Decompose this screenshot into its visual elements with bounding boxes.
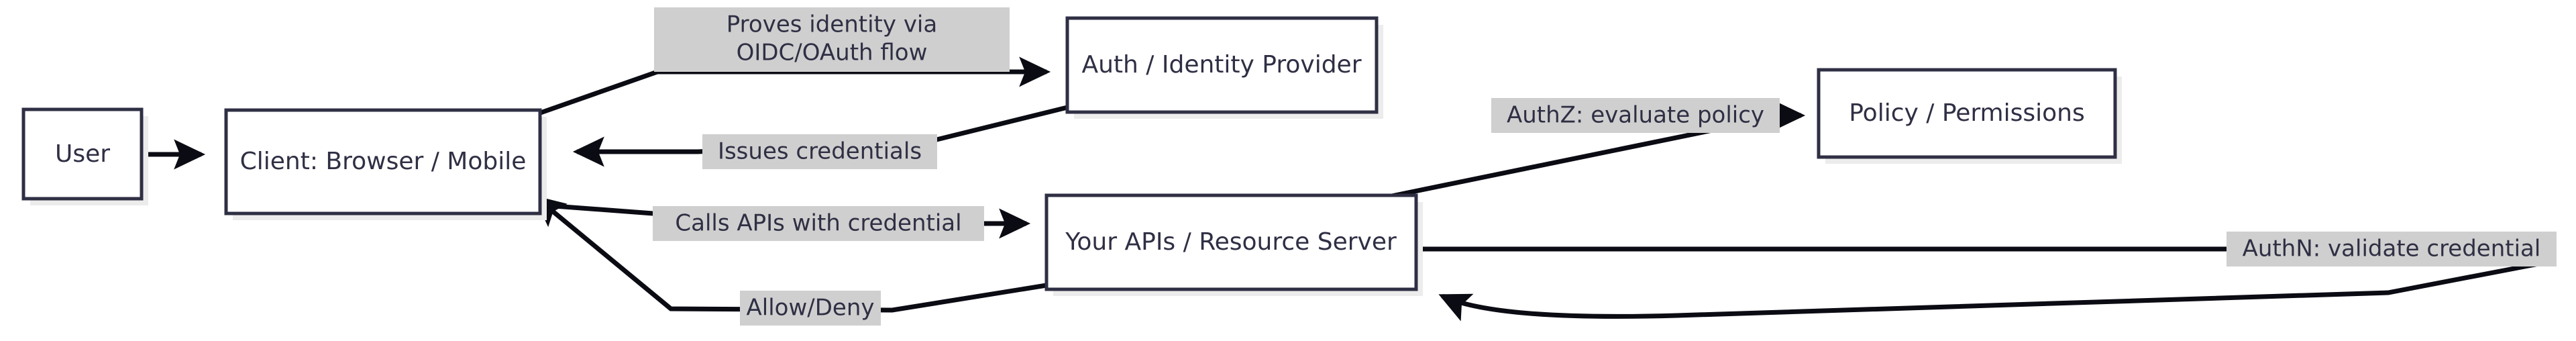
- node-policy-permissions[interactable]: Policy / Permissions: [1817, 68, 2117, 159]
- node-your-apis-resource-server[interactable]: Your APIs / Resource Server: [1044, 193, 1418, 291]
- edge-label-client-to-idp: Proves identity via OIDC/OAuth flow: [654, 7, 1010, 72]
- edge-label-line-1: Proves identity via: [727, 11, 937, 38]
- edge-client-to-idp: [535, 56, 1051, 117]
- node-user-box[interactable]: [21, 107, 144, 201]
- edge-label-api-to-client: Allow/Deny: [740, 291, 881, 326]
- edge-label-background: [653, 206, 984, 241]
- edge-label-background: [654, 7, 1010, 72]
- edge-label-client-to-api: Calls APIs with credential: [653, 206, 984, 241]
- node-policy-box[interactable]: [1817, 68, 2117, 159]
- node-user[interactable]: User: [21, 107, 144, 201]
- node-policy-label: Policy / Permissions: [1849, 99, 2085, 127]
- edge-label-background: [1491, 98, 1780, 133]
- edge-label-text: AuthN: validate credential: [2243, 236, 2541, 262]
- node-client-label: Client: Browser / Mobile: [240, 148, 527, 175]
- node-user-label: User: [55, 140, 110, 168]
- edge-line: [1381, 100, 1806, 201]
- edge-line: [535, 56, 1051, 117]
- edge-label-idp-to-client: Issues credentials: [702, 134, 937, 169]
- edge-label-background: [2226, 232, 2557, 266]
- node-idp-box[interactable]: [1065, 16, 1379, 114]
- edge-label-text: Calls APIs with credential: [675, 210, 961, 237]
- edge-label-line-2: OIDC/OAuth flow: [737, 40, 928, 66]
- edge-label-background: [702, 134, 937, 169]
- edge-label-text: Allow/Deny: [747, 295, 875, 322]
- node-api-label: Your APIs / Resource Server: [1065, 228, 1397, 256]
- edge-api-to-policy: [1381, 100, 1806, 201]
- node-client-box[interactable]: [224, 108, 542, 215]
- node-auth-identity-provider[interactable]: Auth / Identity Provider: [1065, 16, 1379, 114]
- edge-label-text: Issues credentials: [718, 138, 922, 165]
- edge-label-api-self-authn: AuthN: validate credential: [2226, 232, 2557, 266]
- node-client[interactable]: Client: Browser / Mobile: [224, 108, 542, 215]
- node-api-box[interactable]: [1044, 193, 1418, 291]
- node-idp-label: Auth / Identity Provider: [1081, 51, 1361, 79]
- edge-label-text: AuthZ: evaluate policy: [1507, 102, 1764, 129]
- edge-label-background: [740, 291, 881, 326]
- edge-label-api-to-policy: AuthZ: evaluate policy: [1491, 98, 1780, 133]
